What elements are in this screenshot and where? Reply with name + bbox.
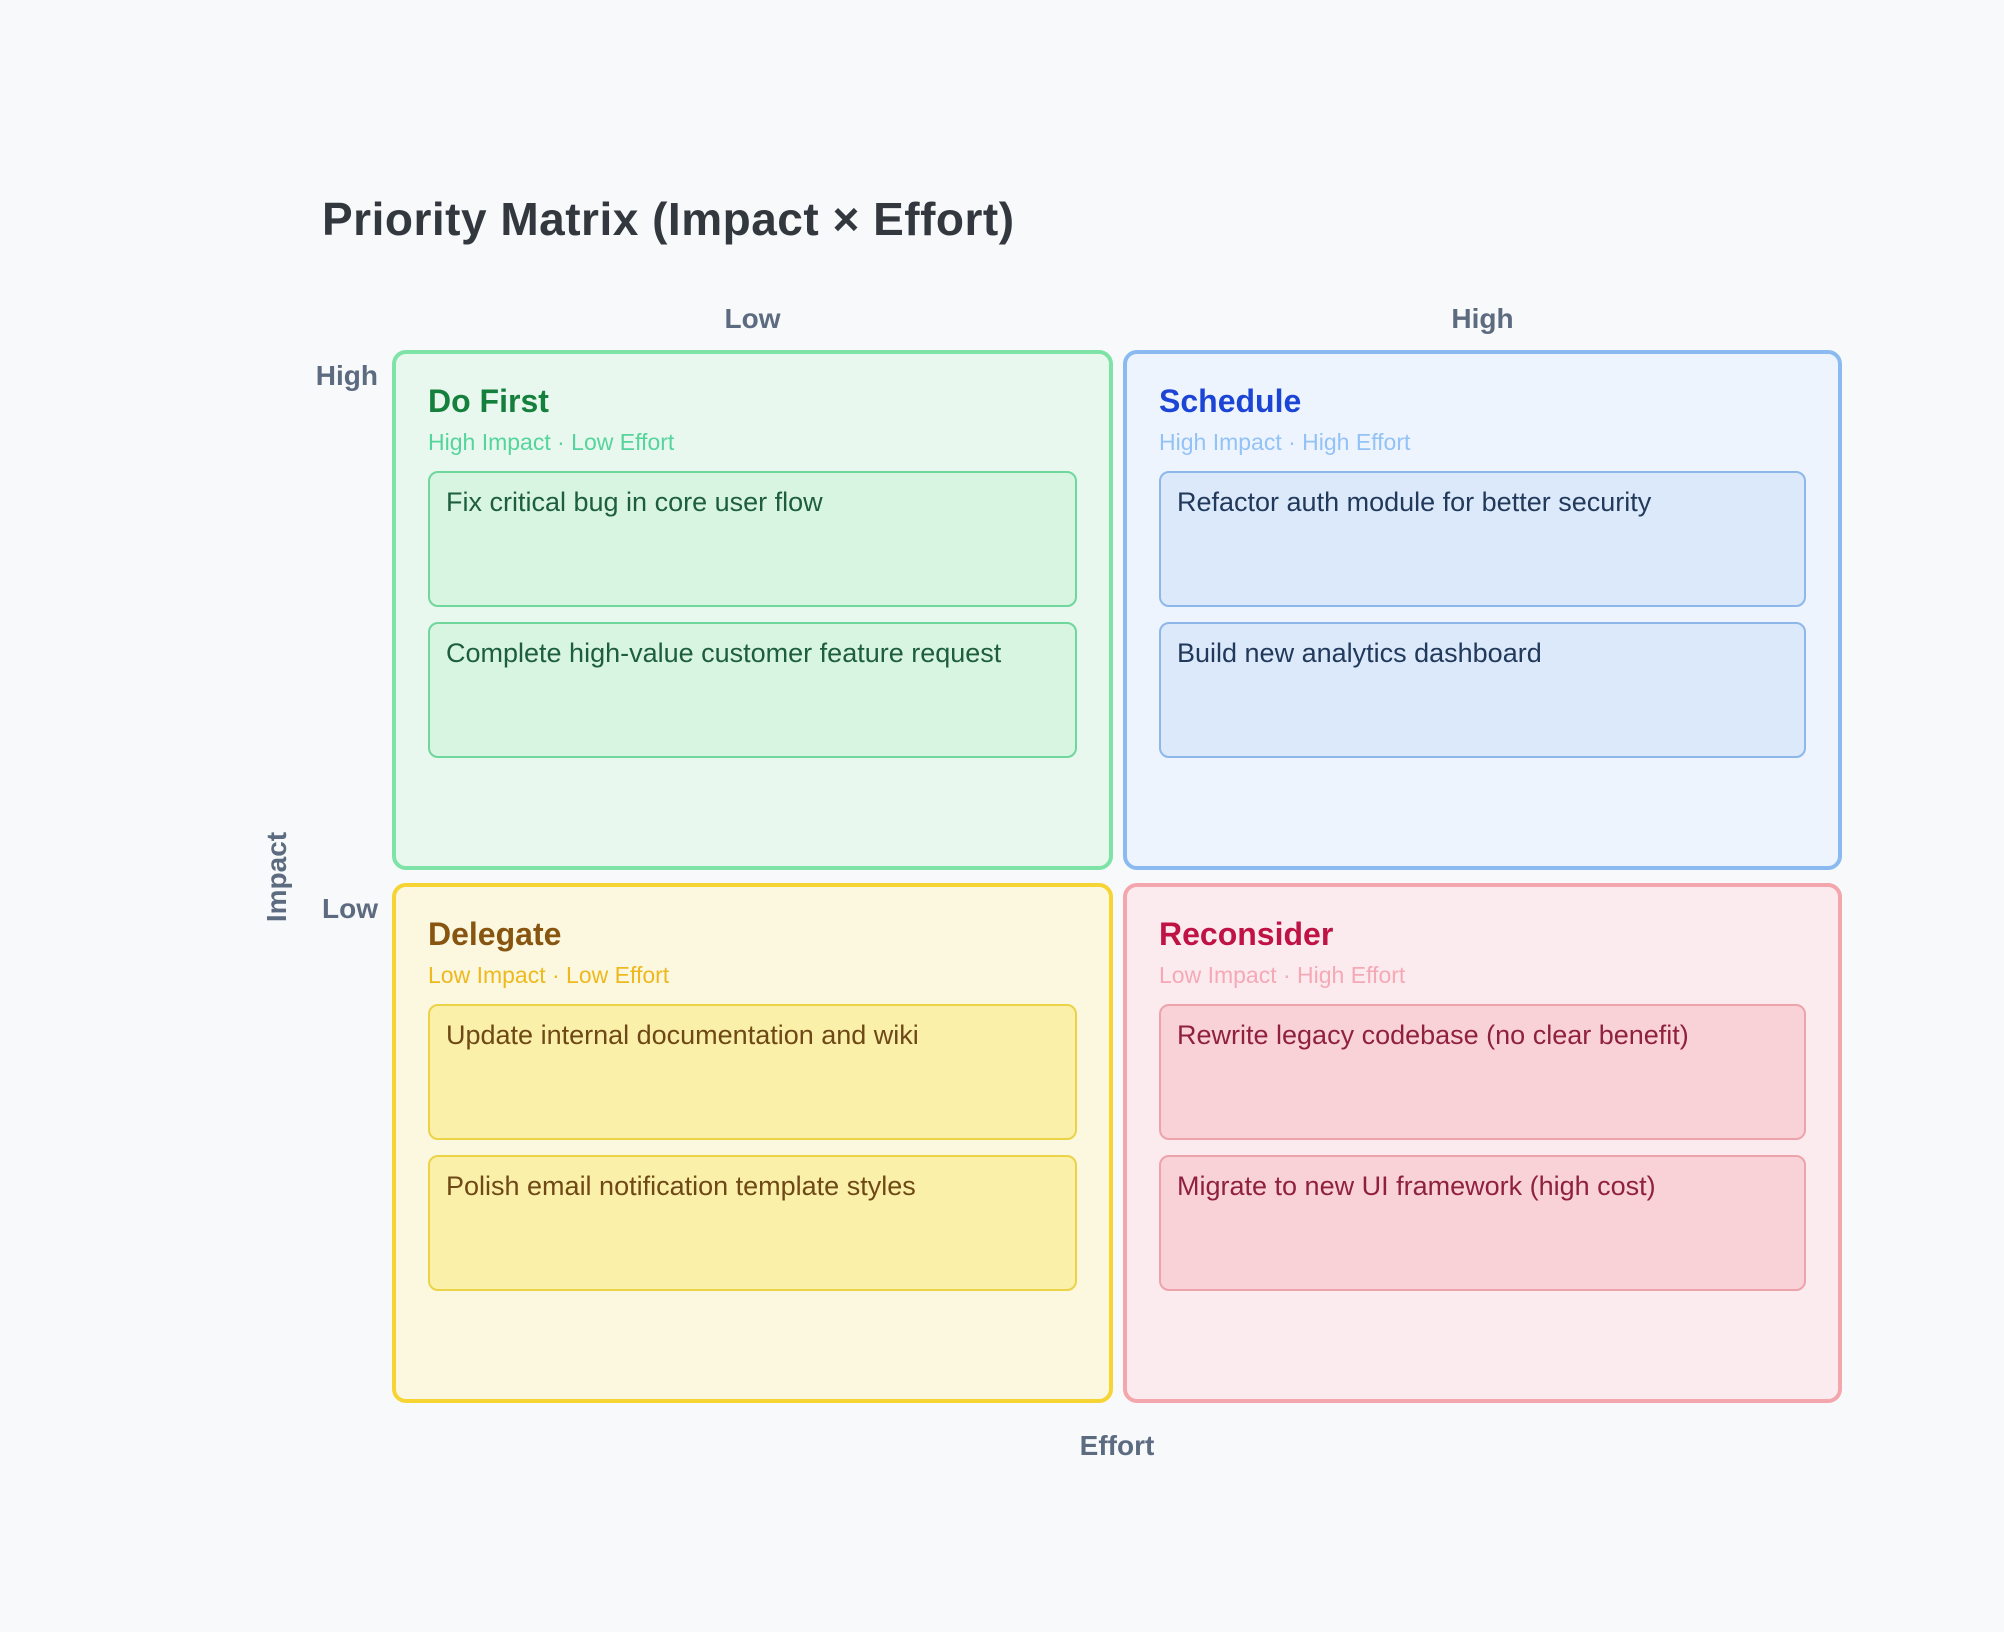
page-title: Priority Matrix (Impact × Effort) xyxy=(322,193,1015,245)
column-label-low-effort: Low xyxy=(724,303,781,334)
column-label-high-effort: High xyxy=(1451,303,1514,334)
quadrant-title: Reconsider xyxy=(1159,916,1334,952)
task-card: Fix critical bug in core user flow xyxy=(428,471,1077,607)
priority-matrix-grid: Do First High Impact · Low Effort Fix cr… xyxy=(392,350,1842,1403)
quadrant-title: Do First xyxy=(428,383,549,419)
quadrant-schedule: Schedule High Impact · High Effort Refac… xyxy=(1123,350,1842,870)
x-axis-title-effort: Effort xyxy=(1079,1430,1155,1461)
quadrant-do-first: Do First High Impact · Low Effort Fix cr… xyxy=(392,350,1113,870)
quadrant-subtitle: Low Impact · High Effort xyxy=(1159,962,1406,988)
task-card: Complete high-value customer feature req… xyxy=(428,622,1077,758)
task-card: Refactor auth module for better security xyxy=(1159,471,1806,607)
task-card: Update internal documentation and wiki xyxy=(428,1004,1077,1140)
quadrant-subtitle: High Impact · High Effort xyxy=(1159,429,1411,455)
task-card: Build new analytics dashboard xyxy=(1159,622,1806,758)
quadrant-reconsider: Reconsider Low Impact · High Effort Rewr… xyxy=(1123,883,1842,1403)
task-card: Rewrite legacy codebase (no clear benefi… xyxy=(1159,1004,1806,1140)
y-axis-title-impact: Impact xyxy=(261,831,292,923)
quadrant-title: Delegate xyxy=(428,916,562,952)
quadrant-delegate: Delegate Low Impact · Low Effort Update … xyxy=(392,883,1113,1403)
quadrant-title: Schedule xyxy=(1159,383,1302,419)
row-label-low-impact: Low xyxy=(322,893,378,924)
task-card: Polish email notification template style… xyxy=(428,1155,1077,1291)
task-card: Migrate to new UI framework (high cost) xyxy=(1159,1155,1806,1291)
row-label-high-impact: High xyxy=(315,360,378,391)
quadrant-subtitle: Low Impact · Low Effort xyxy=(428,962,670,988)
quadrant-subtitle: High Impact · Low Effort xyxy=(428,429,675,455)
